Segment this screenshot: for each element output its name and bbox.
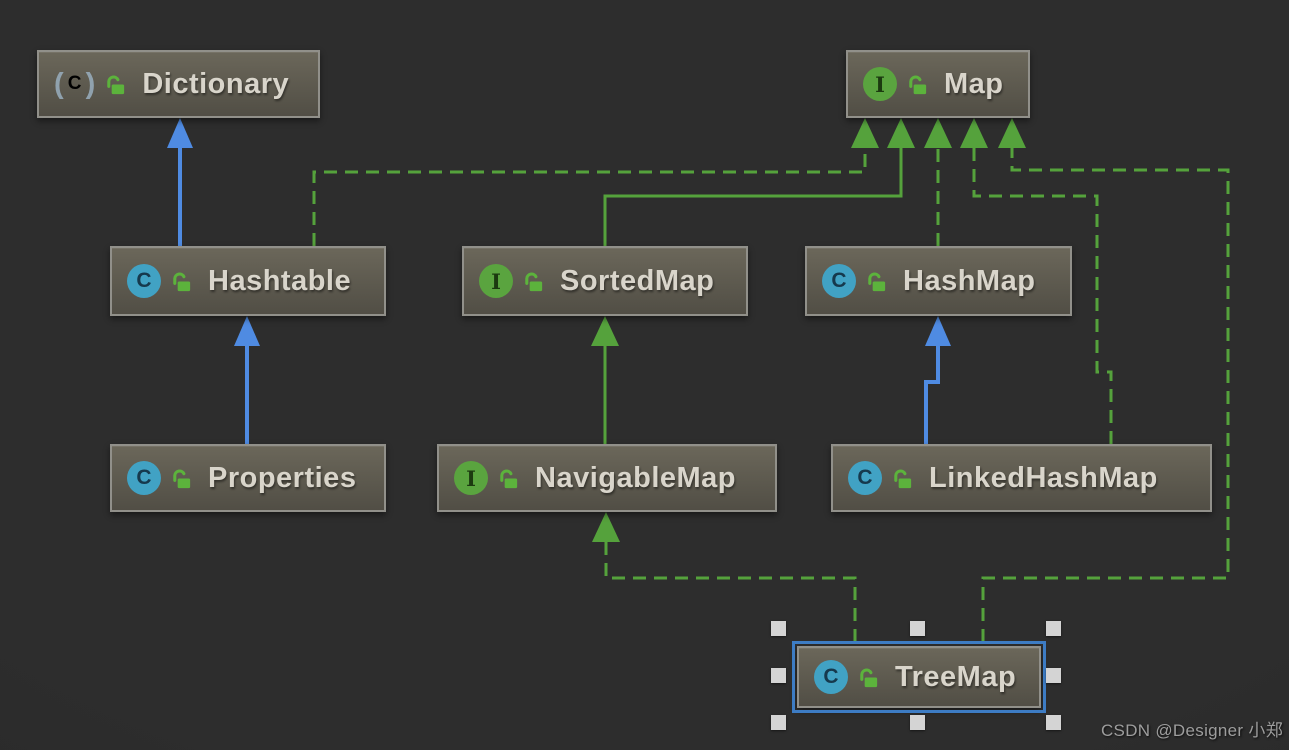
public-lock-icon	[860, 667, 878, 687]
selection-handle[interactable]	[1046, 668, 1061, 683]
node-hashtable[interactable]: C Hashtable	[110, 246, 386, 316]
arrowhead-hashmap-implements-map	[924, 118, 952, 148]
selection-handle[interactable]	[771, 668, 786, 683]
node-label: Dictionary	[142, 67, 290, 100]
node-label: SortedMap	[560, 264, 715, 297]
public-lock-icon	[500, 468, 518, 488]
arrowhead-properties-extends-hashtable	[234, 316, 260, 346]
selection-handle[interactable]	[1046, 621, 1061, 636]
node-label: Map	[944, 67, 1004, 100]
node-map[interactable]: I Map	[846, 50, 1030, 118]
node-hashmap[interactable]: C HashMap	[805, 246, 1072, 316]
public-lock-icon	[894, 468, 912, 488]
node-treemap[interactable]: C TreeMap	[792, 641, 1046, 713]
edge-treemap-implements-navigablemap[interactable]	[604, 540, 857, 642]
public-lock-icon	[173, 468, 191, 488]
class-icon: C	[127, 461, 161, 495]
node-properties[interactable]: C Properties	[110, 444, 386, 512]
selection-handle[interactable]	[910, 715, 925, 730]
selection-handle[interactable]	[1046, 715, 1061, 730]
arrowhead-treemap-implements-map	[998, 118, 1026, 148]
edge-sortedmap-extends-map[interactable]	[603, 146, 903, 246]
node-navigablemap[interactable]: I NavigableMap	[437, 444, 777, 512]
arrowhead-linkedhashmap-extends-hashmap	[925, 316, 951, 346]
node-sortedmap[interactable]: I SortedMap	[462, 246, 748, 316]
public-lock-icon	[868, 271, 886, 291]
selection-handle[interactable]	[771, 621, 786, 636]
node-dictionary[interactable]: ( C ) Dictionary	[37, 50, 320, 118]
node-label: NavigableMap	[535, 461, 736, 494]
class-icon: C	[814, 660, 848, 694]
arrowhead-hashtable-extends-dictionary	[167, 118, 193, 148]
arrowhead-navigablemap-extends-sortedmap	[591, 316, 619, 346]
public-lock-icon	[173, 271, 191, 291]
class-icon: C	[127, 264, 161, 298]
interface-icon: I	[454, 461, 488, 495]
node-label: HashMap	[903, 264, 1036, 297]
public-lock-icon	[909, 74, 927, 94]
node-linkedhashmap[interactable]: C LinkedHashMap	[831, 444, 1212, 512]
interface-icon: I	[863, 67, 897, 101]
arrowhead-sortedmap-extends-map	[887, 118, 915, 148]
arrowhead-linkedhashmap-implements-map	[960, 118, 988, 148]
edge-hashtable-implements-map[interactable]	[312, 146, 867, 246]
node-label: Hashtable	[208, 264, 352, 297]
class-icon: C	[848, 461, 882, 495]
node-label: TreeMap	[895, 660, 1017, 693]
node-label: Properties	[208, 461, 357, 494]
public-lock-icon	[107, 74, 125, 94]
selection-handle[interactable]	[910, 621, 925, 636]
class-icon: C	[822, 264, 856, 298]
edge-treemap-implements-map[interactable]	[981, 146, 1230, 642]
interface-icon: I	[479, 264, 513, 298]
abstract-class-icon: ( C )	[54, 67, 96, 100]
arrowhead-treemap-implements-navigablemap	[592, 512, 620, 542]
edge-linkedhashmap-implements-map[interactable]	[972, 146, 1113, 444]
watermark: CSDN @Designer 小郑	[1100, 721, 1283, 740]
node-label: LinkedHashMap	[929, 461, 1158, 494]
public-lock-icon	[525, 271, 543, 291]
arrowhead-hashtable-implements-map	[851, 118, 879, 148]
edge-linkedhashmap-extends-hashmap[interactable]	[924, 344, 940, 444]
selection-handle[interactable]	[771, 715, 786, 730]
